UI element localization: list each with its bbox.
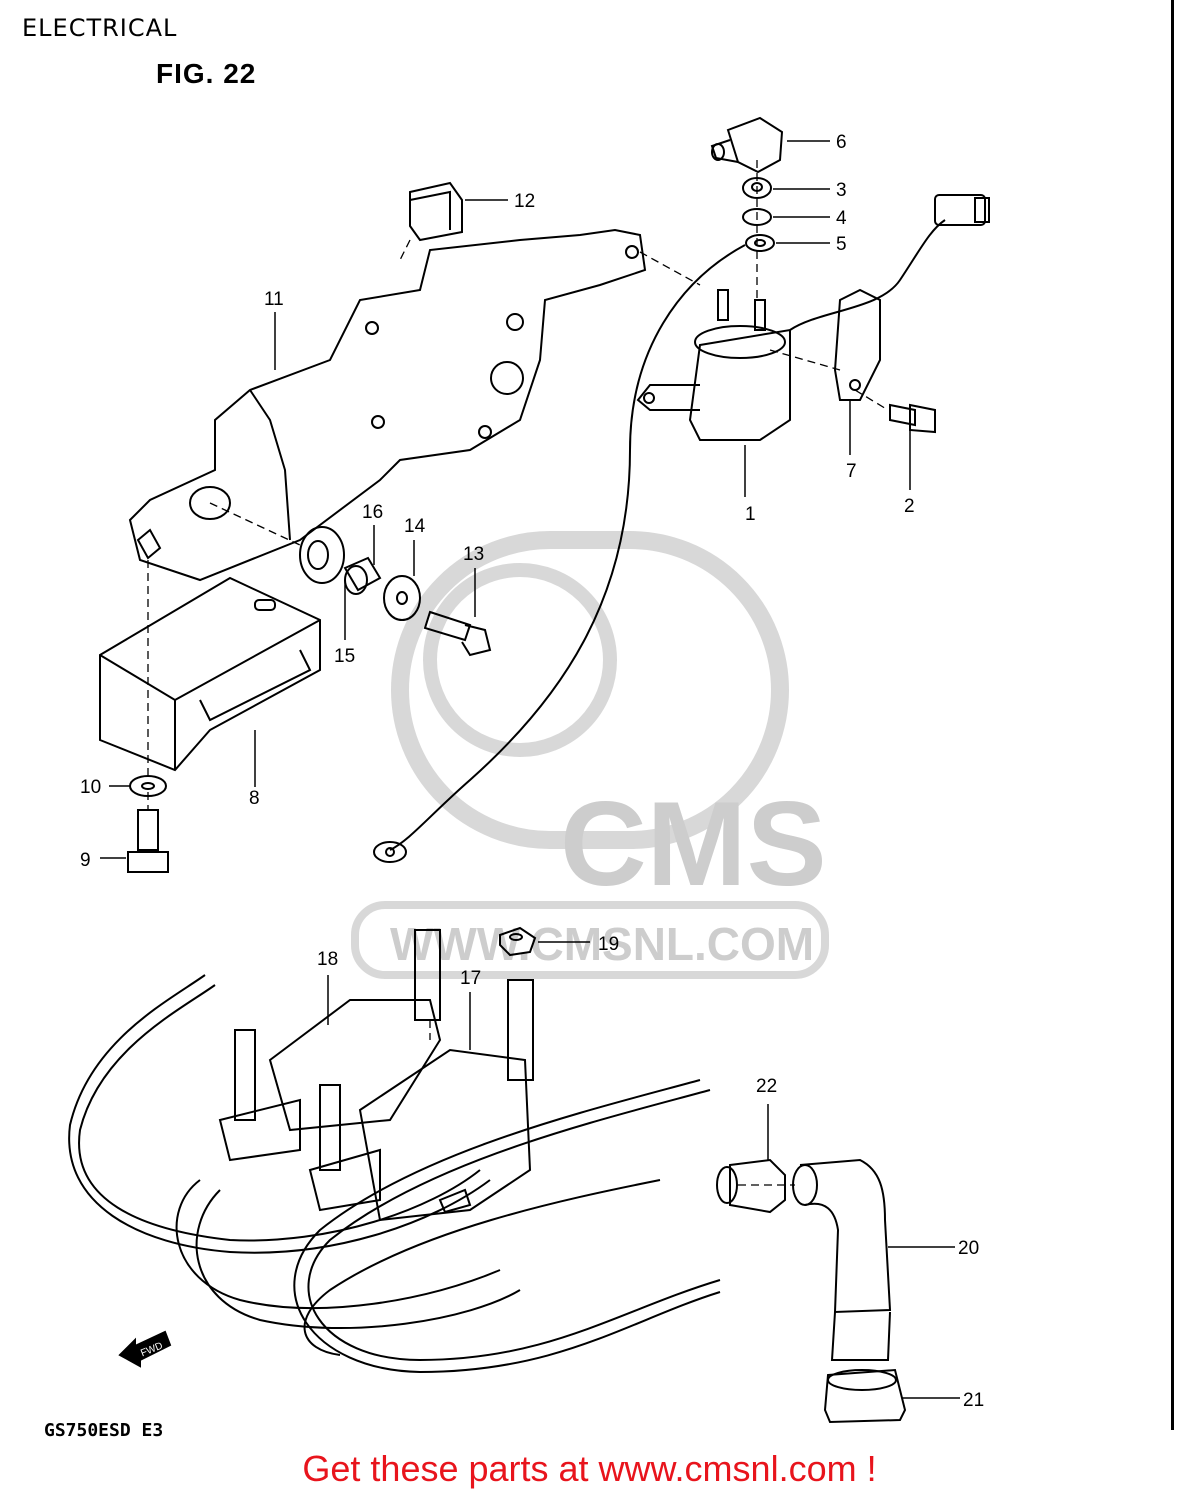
model-code: GS750ESD E3 — [44, 1420, 164, 1441]
part-21-boot[interactable] — [823, 1368, 907, 1424]
part-18-ignition-coil[interactable] — [218, 929, 442, 1162]
callout-20: 20 — [958, 1238, 979, 1259]
part-12-cap[interactable] — [409, 181, 463, 242]
callout-12: 12 — [514, 191, 535, 212]
figure-label: FIG. 22 — [156, 58, 257, 89]
watermark: CMS WWW.CMSNL.COM — [351, 531, 829, 979]
callout-6: 6 — [836, 132, 847, 153]
part-6-terminal-cap[interactable] — [710, 116, 784, 174]
callout-18: 18 — [317, 949, 338, 970]
part-20-plug-cap[interactable] — [792, 1158, 892, 1361]
part-22-seal[interactable] — [716, 1158, 786, 1214]
callout-2: 2 — [904, 496, 915, 517]
fwd-arrow-icon — [118, 1330, 172, 1368]
part-2-bolt[interactable] — [889, 403, 936, 434]
callout-21: 21 — [963, 1390, 984, 1411]
high-tension-cords — [68, 974, 721, 1374]
callout-4: 4 — [836, 208, 847, 229]
callout-17: 17 — [460, 968, 481, 989]
part-19-nut[interactable] — [499, 926, 537, 957]
part-9-bolt[interactable] — [127, 809, 169, 873]
callout-22: 22 — [756, 1076, 777, 1097]
callout-10: 10 — [80, 777, 101, 798]
part-1-starter-relay[interactable] — [373, 194, 990, 863]
part-14-washer[interactable] — [383, 575, 421, 621]
callout-15: 15 — [334, 646, 355, 667]
leader-lines — [100, 140, 960, 1399]
part-5-washer[interactable] — [745, 234, 775, 252]
promo-link[interactable]: Get these parts at www.cmsnl.com ! — [302, 1448, 877, 1489]
part-8-regulator[interactable] — [99, 576, 321, 772]
callout-13: 13 — [463, 544, 484, 565]
callout-8: 8 — [249, 788, 260, 809]
page-title: ELECTRICAL — [22, 14, 178, 42]
callout-5: 5 — [836, 234, 847, 255]
watermark-logo-text: CMS — [560, 777, 827, 911]
frame-border — [1171, 0, 1174, 1430]
callout-19: 19 — [598, 934, 619, 955]
watermark-url-text: WWW.CMSNL.COM — [390, 918, 814, 970]
part-13-bolt[interactable] — [423, 610, 492, 657]
callout-16: 16 — [362, 502, 383, 523]
callout-9: 9 — [80, 850, 91, 871]
callout-3: 3 — [836, 180, 847, 201]
part-15-grommet[interactable] — [299, 526, 345, 584]
callout-11: 11 — [264, 289, 284, 310]
part-11-bracket[interactable] — [128, 228, 647, 582]
callout-14: 14 — [404, 516, 426, 537]
assembly-guide-lines — [147, 160, 889, 1186]
callout-7: 7 — [846, 461, 857, 482]
callout-1: 1 — [745, 504, 756, 525]
